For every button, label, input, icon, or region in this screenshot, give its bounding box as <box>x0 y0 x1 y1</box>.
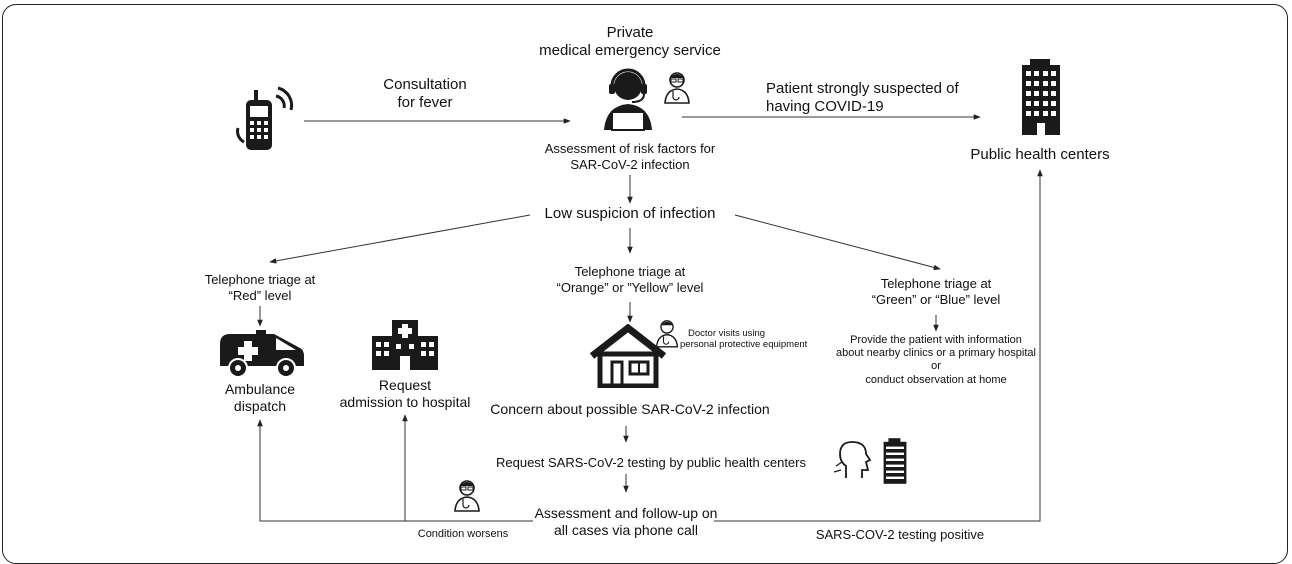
doctor-icon <box>454 480 480 512</box>
ambulance-icon <box>220 330 304 378</box>
triage-green-line2: “Green” or “Blue” level <box>871 291 1001 307</box>
concern-label: Concern about possible SAR-CoV-2 infecti… <box>490 401 770 417</box>
request-testing-label: Request SARS-CoV-2 testing by public hea… <box>495 455 806 470</box>
testing-positive-label: SARS-COV-2 testing positive <box>815 527 985 542</box>
speaking-head-icon <box>833 441 872 478</box>
arrow-followup-to-ambulance <box>257 419 533 522</box>
provide-info-line4: conduct observation at home <box>865 373 1007 386</box>
office-building-icon <box>883 438 907 484</box>
triage-orange-line2: “Orange” or ”Yellow” level <box>556 279 704 295</box>
doctor-icon <box>655 320 679 348</box>
call-operator-icon <box>604 68 652 131</box>
ambulance-dispatch-label: Ambulance dispatch <box>200 381 320 415</box>
condition-worsens-label: Condition worsens <box>417 528 509 540</box>
triage-orange-label: Telephone triage at “Orange” or ”Yellow”… <box>540 264 720 295</box>
triage-green-line1: Telephone triage at <box>880 276 992 291</box>
doctor-icon <box>664 72 690 104</box>
provide-info-label: Provide the patient with information abo… <box>826 334 1046 387</box>
arrow-low-to-red <box>269 214 531 264</box>
triage-red-label: Telephone triage at “Red” level <box>180 272 340 303</box>
provide-info-line1: Provide the patient with information <box>850 334 1022 346</box>
consultation-line1: Consultation <box>383 76 467 93</box>
ambulance-line1: Ambulance <box>224 381 296 397</box>
followup-line2: all cases via phone call <box>554 521 698 538</box>
doctor-visits-line2: personal protective equipment <box>680 339 808 351</box>
consultation-label: Consultation for fever <box>350 76 500 112</box>
triage-orange-line1: Telephone triage at <box>574 264 686 279</box>
admission-line1: Request <box>378 377 432 393</box>
risk-assessment-line2: SAR-CoV-2 infection <box>570 156 690 172</box>
triage-green-label: Telephone triage at “Green” or “Blue” le… <box>856 276 1016 307</box>
low-suspicion-label: Low suspicion of infection <box>544 205 716 222</box>
ambulance-line2: dispatch <box>233 397 287 414</box>
private-service-line2: medical emergency service <box>539 42 721 59</box>
request-admission-label: Request admission to hospital <box>335 377 475 411</box>
risk-assessment-label: Assessment of risk factors for SAR-CoV-2… <box>520 141 740 172</box>
doctor-visits-line1: Doctor visits using <box>688 328 766 339</box>
risk-assessment-line1: Assessment of risk factors for <box>544 141 716 156</box>
office-building-icon <box>1022 59 1060 135</box>
followup-line1: Assessment and follow-up on <box>534 505 718 521</box>
hospital-icon <box>372 320 438 370</box>
private-service-line1: Private <box>606 24 654 41</box>
private-service-label: Private medical emergency service <box>520 24 740 60</box>
doctor-visits-label: Doctor visits using personal protective … <box>680 328 807 351</box>
strongly-suspected-line2: having COVID-19 <box>766 98 884 115</box>
provide-info-line2: about nearby clinics or a primary hospit… <box>836 347 1036 360</box>
arrow-low-to-green <box>734 214 941 271</box>
provide-info-line3: or <box>931 360 941 373</box>
mobile-phone-icon <box>236 86 294 150</box>
flow-arrows <box>257 114 1043 522</box>
strongly-suspected-label: Patient strongly suspected of having COV… <box>766 80 959 116</box>
consultation-line2: for fever <box>397 94 453 111</box>
house-icon <box>589 324 667 388</box>
followup-label: Assessment and follow-up on all cases vi… <box>516 505 736 539</box>
triage-red-line2: “Red” level <box>228 287 292 303</box>
arrow-positive-to-public <box>714 169 1043 522</box>
strongly-suspected-line1: Patient strongly suspected of <box>766 80 959 97</box>
triage-red-line1: Telephone triage at <box>204 272 316 287</box>
public-health-centers-label: Public health centers <box>970 146 1110 163</box>
admission-line2: admission to hospital <box>339 393 471 410</box>
